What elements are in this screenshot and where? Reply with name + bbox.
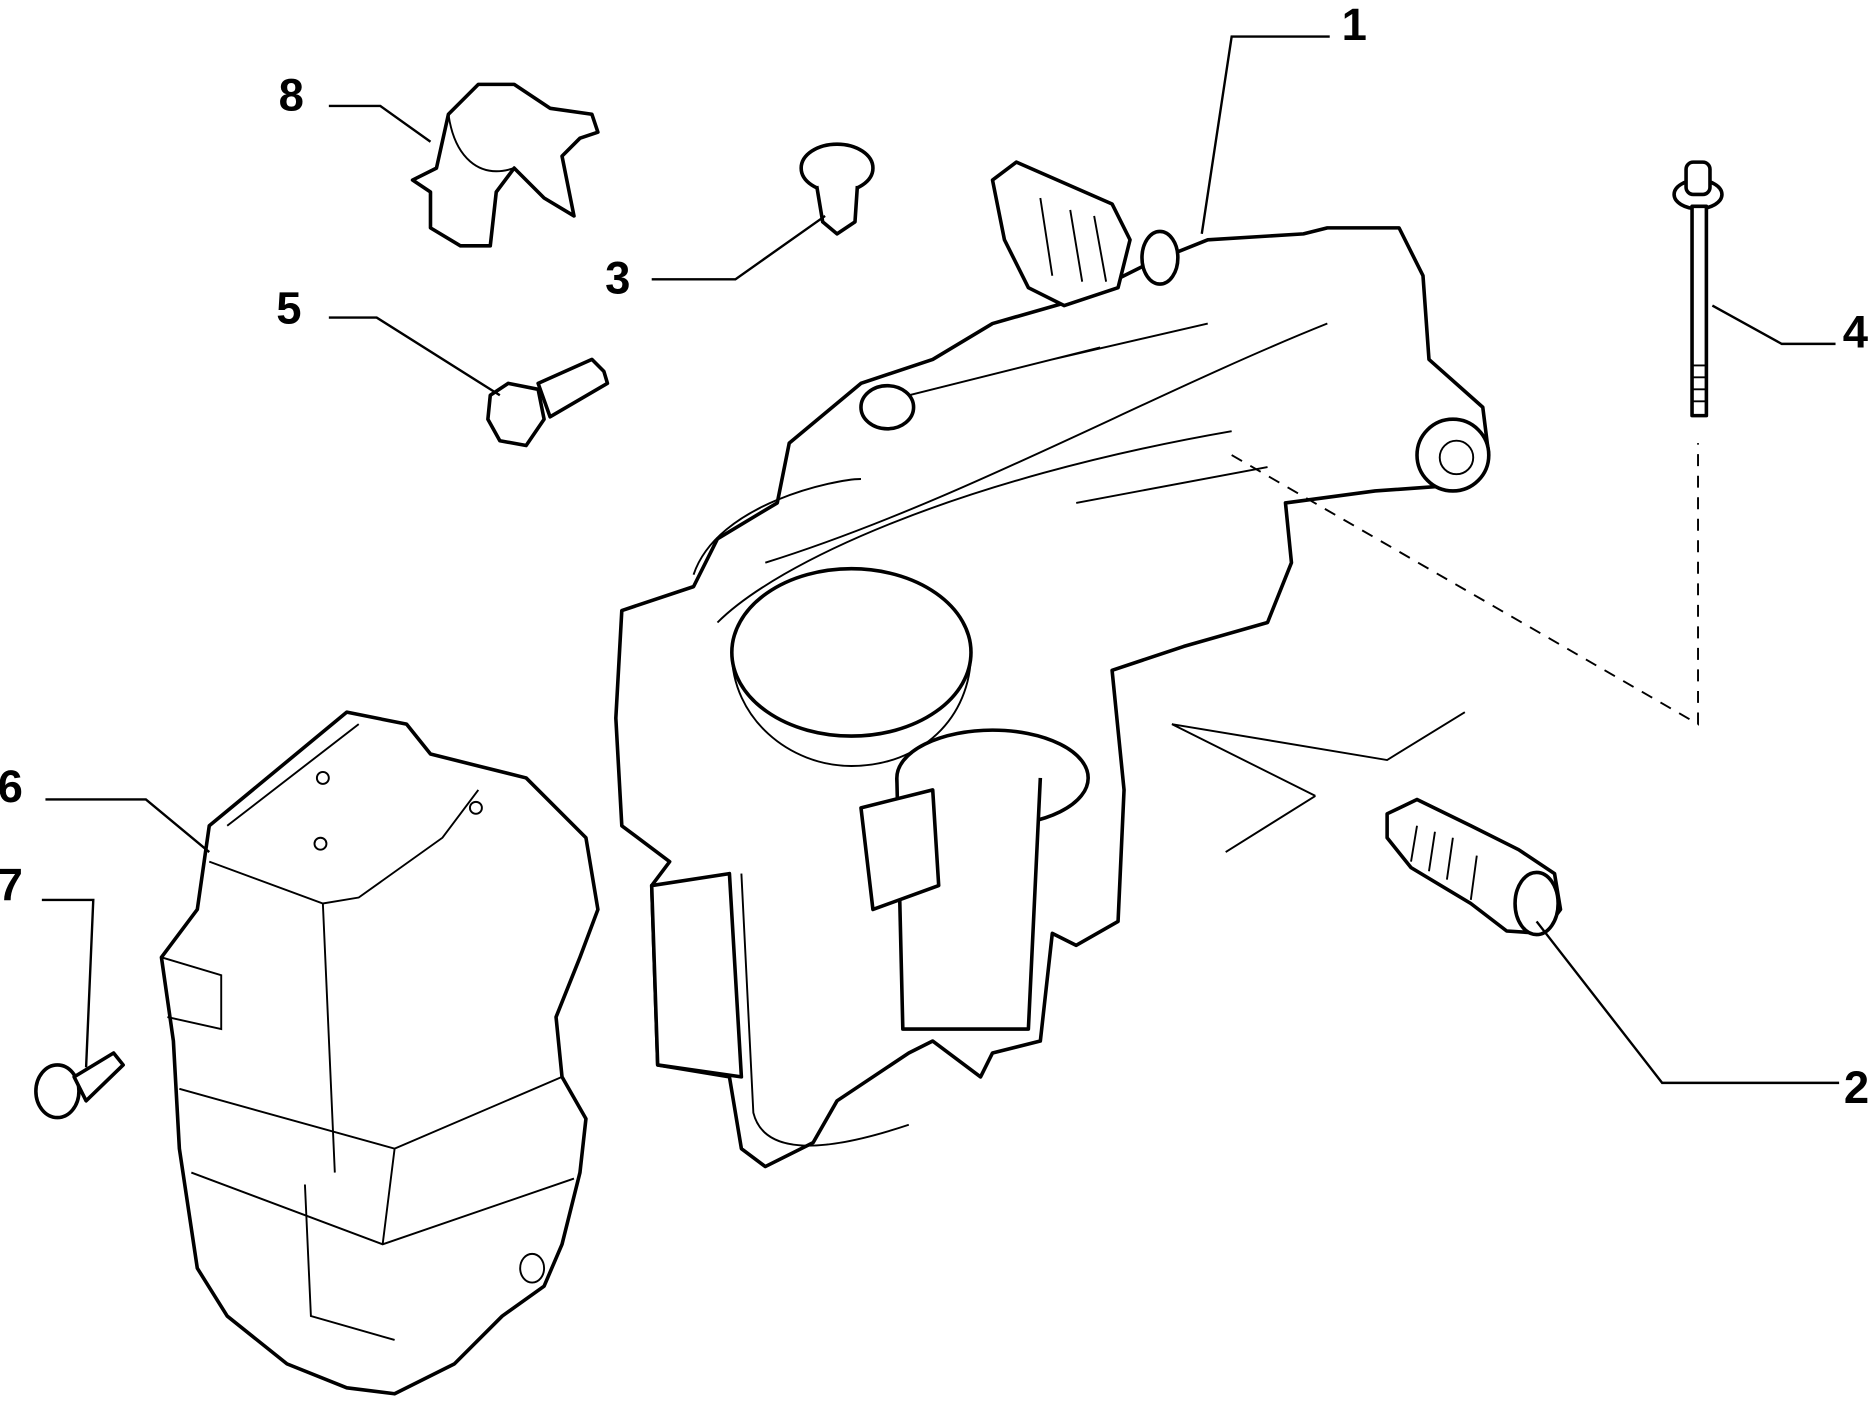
callout-7: 7 [0, 859, 23, 910]
part-8-cable-clip[interactable] [410, 82, 600, 248]
part-5-hex-bolt[interactable] [486, 357, 610, 448]
assembly-dashed-line [1231, 443, 1699, 726]
part-2-pressure-sensor[interactable] [1385, 797, 1563, 937]
callout-8: 8 [279, 70, 304, 121]
callout-2: 2 [1844, 1062, 1869, 1113]
part-3-push-clip[interactable] [799, 142, 875, 236]
callout-5: 5 [276, 283, 301, 334]
assembly-guide-lines [1171, 711, 1466, 853]
callout-3: 3 [605, 253, 630, 304]
part-6-heat-shield[interactable] [159, 710, 600, 1396]
leader-lines [41, 35, 1840, 1085]
callout-6: 6 [0, 761, 23, 812]
callout-1: 1 [1342, 0, 1367, 50]
part-4-long-bolt[interactable] [1672, 160, 1724, 418]
part-7-flange-bolt[interactable] [34, 1051, 125, 1120]
part-1-actuator-unit[interactable] [614, 160, 1491, 1169]
callout-4: 4 [1843, 306, 1869, 357]
